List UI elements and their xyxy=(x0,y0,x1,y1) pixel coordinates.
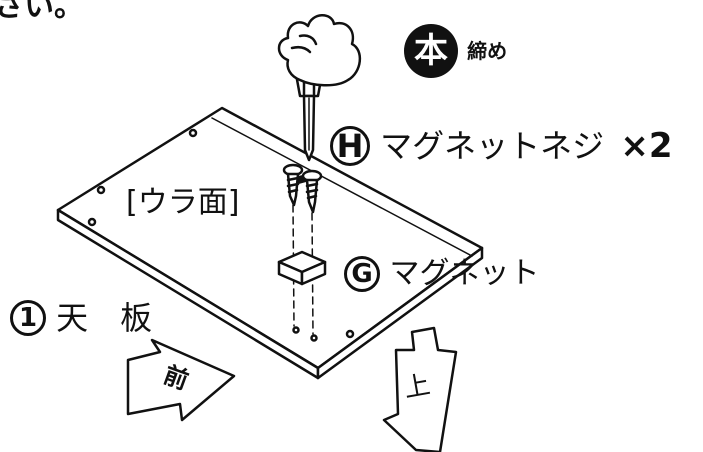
front-arrow-icon xyxy=(126,338,236,422)
up-arrow-label: 上 xyxy=(401,369,433,405)
face-label: [ウラ面] xyxy=(126,185,240,220)
part-g-name: マグネット xyxy=(389,256,540,291)
part-h-name: マグネットネジ xyxy=(380,127,605,165)
up-arrow-icon xyxy=(382,326,458,452)
screwdriver-tool xyxy=(294,72,324,162)
part-h-id: H xyxy=(330,126,370,166)
part-g-id: G xyxy=(344,256,380,292)
screw-part xyxy=(282,163,304,207)
board-panel xyxy=(56,106,484,380)
part-1-label: 1 天 板 xyxy=(10,300,152,336)
header-text-fragment: さい。 xyxy=(0,0,84,24)
part-1-id: 1 xyxy=(10,300,46,336)
part-h-quantity: ×2 xyxy=(620,126,673,166)
screw-part xyxy=(301,169,323,214)
hand-icon xyxy=(277,14,361,87)
tightening-indicator: 本 締め xyxy=(404,24,507,78)
tightening-badge: 本 xyxy=(404,24,458,78)
tightening-label: 締め xyxy=(467,39,508,63)
part-h-label: H マグネットネジ ×2 xyxy=(330,126,673,166)
part-1-name: 天 板 xyxy=(56,299,153,337)
part-g-label: G マグネット xyxy=(344,256,540,292)
